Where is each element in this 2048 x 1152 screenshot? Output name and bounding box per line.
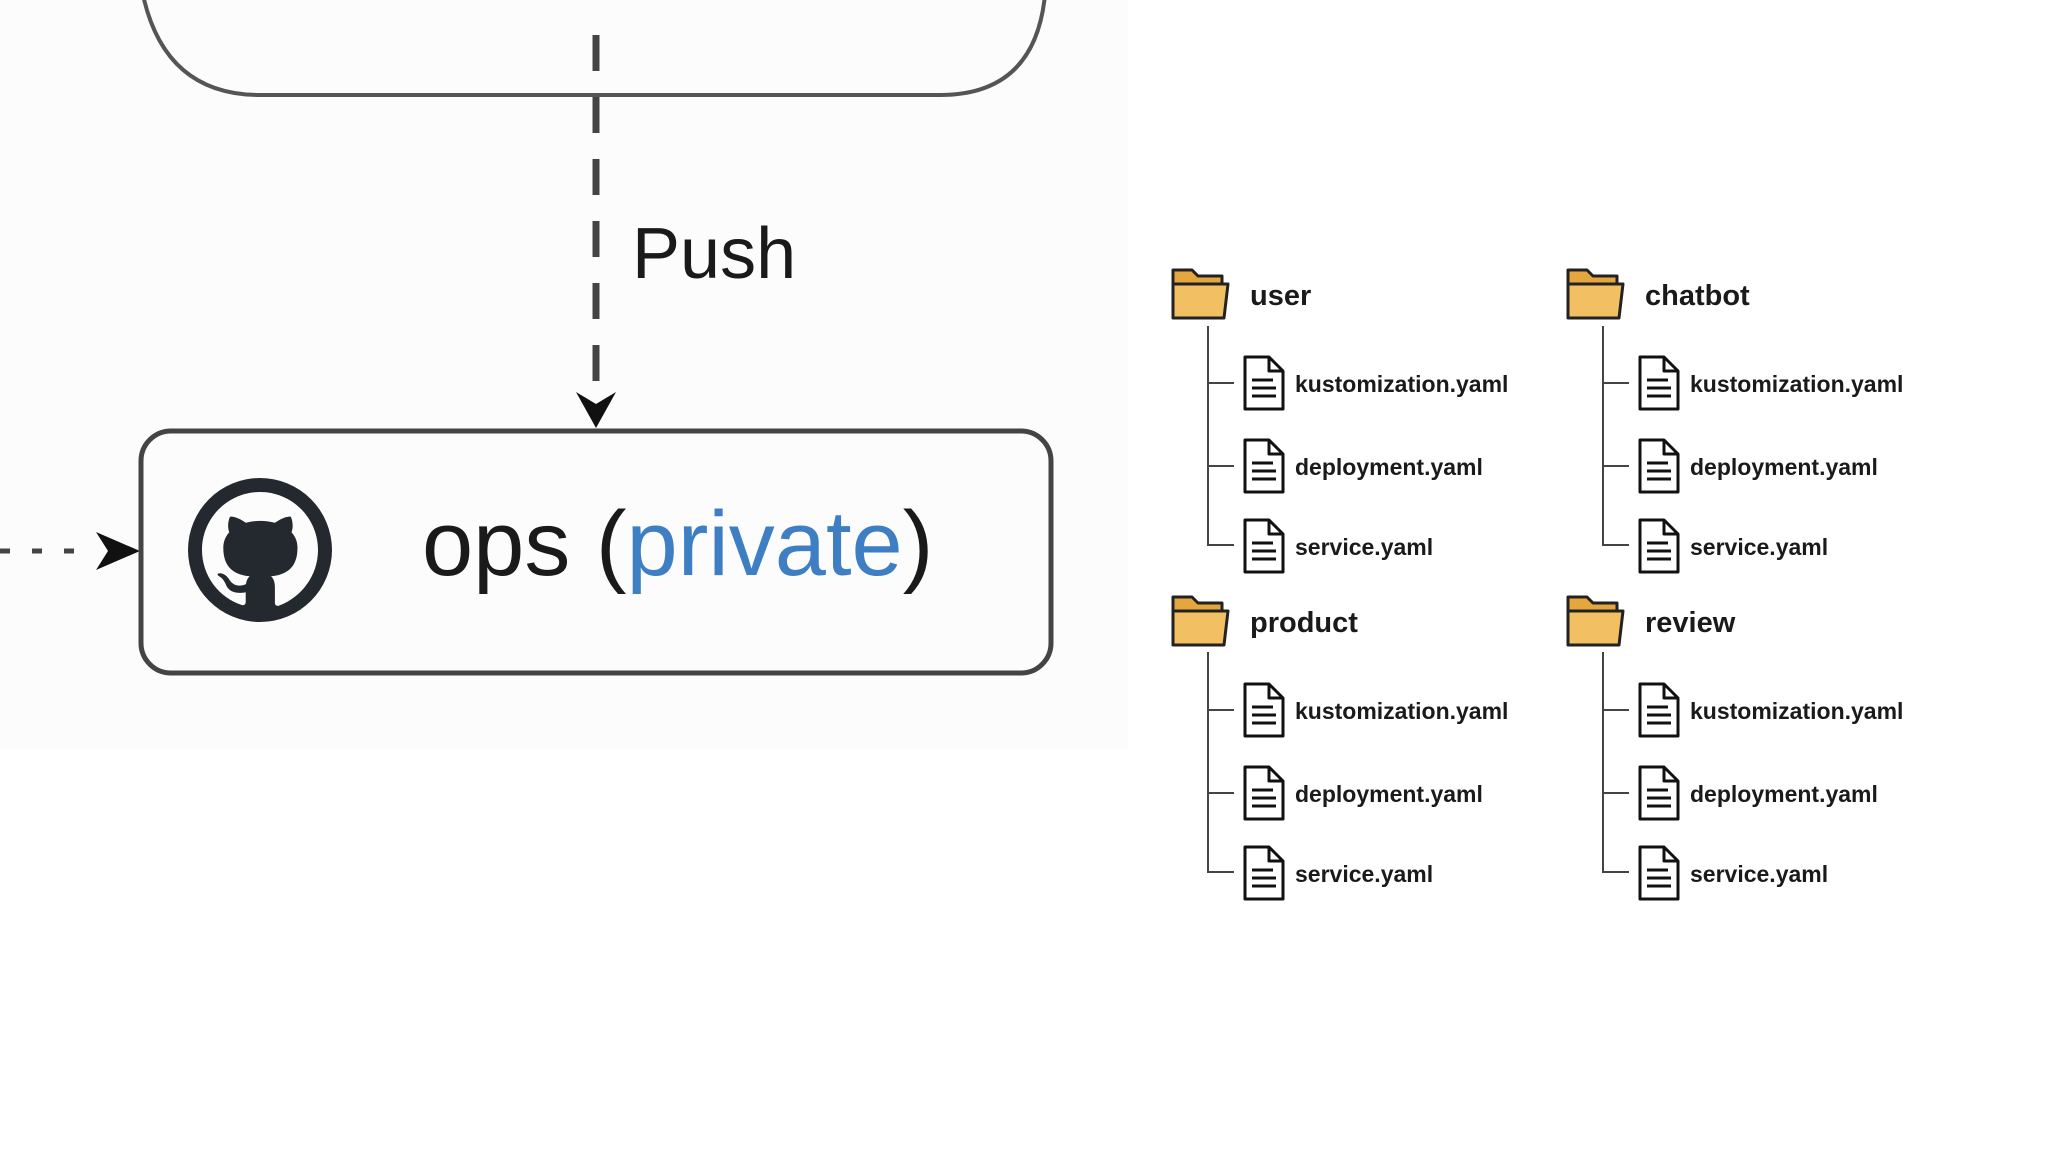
repo-open-paren: ( <box>595 493 627 595</box>
file-name: deployment.yaml <box>1690 781 1878 807</box>
folder-name: chatbot <box>1645 280 1750 312</box>
folder-icon-product <box>1171 595 1230 647</box>
file-name: deployment.yaml <box>1295 454 1483 480</box>
file-name: kustomization.yaml <box>1690 698 1904 724</box>
folder-name: product <box>1250 607 1358 639</box>
file-name: kustomization.yaml <box>1690 371 1904 397</box>
folder-icon-chatbot <box>1566 268 1625 320</box>
file-name: kustomization.yaml <box>1295 371 1509 397</box>
repo-close-paren: ) <box>902 493 934 595</box>
file-name: deployment.yaml <box>1690 454 1878 480</box>
ops-repo-box <box>138 428 1054 676</box>
push-arrow-head <box>576 392 616 428</box>
folder-review: review kustomization.yaml deployment.yam… <box>1565 591 1965 891</box>
file-name: service.yaml <box>1295 534 1434 560</box>
file-name: deployment.yaml <box>1295 781 1483 807</box>
repo-visibility: private <box>626 493 903 595</box>
repo-title: ops (private) <box>422 498 933 590</box>
repo-name: ops <box>422 493 571 595</box>
folder-icon-user <box>1171 268 1230 320</box>
file-name: service.yaml <box>1690 861 1829 887</box>
upstream-box <box>142 0 1047 97</box>
folder-icon-review <box>1566 595 1625 647</box>
folder-user: user kustomization.yaml deployment.yaml … <box>1170 264 1570 564</box>
folder-chatbot: chatbot kustomization.yaml deployment.ya… <box>1565 264 1965 564</box>
incoming-arrow-head <box>96 532 140 570</box>
folder-product: product kustomization.yaml deployment.ya… <box>1170 591 1570 891</box>
folder-name: user <box>1250 280 1312 312</box>
push-label: Push <box>632 214 797 294</box>
file-name: service.yaml <box>1295 861 1434 887</box>
tree-connectors <box>1207 326 1629 873</box>
file-name: kustomization.yaml <box>1295 698 1509 724</box>
folder-name: review <box>1645 607 1736 639</box>
github-icon <box>188 478 332 622</box>
file-name: service.yaml <box>1690 534 1829 560</box>
